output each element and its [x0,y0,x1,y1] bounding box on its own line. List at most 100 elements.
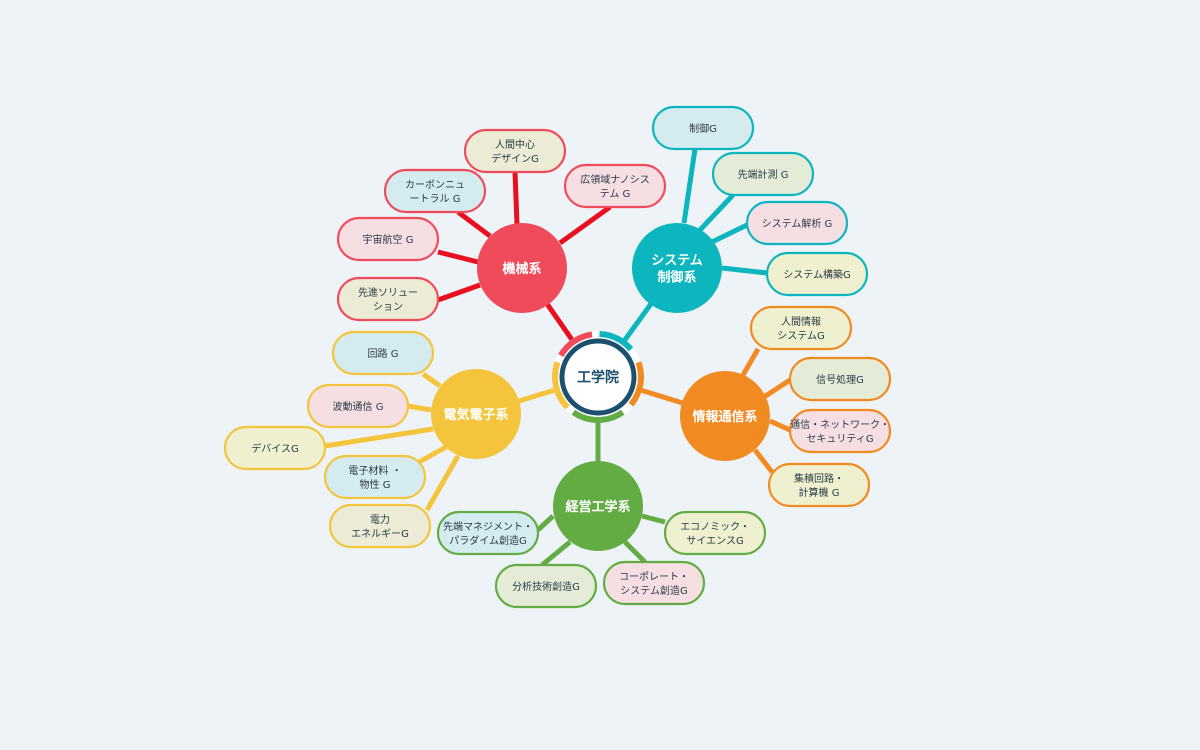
group-node-box [223,425,327,471]
group-node-box [765,251,869,297]
info-group-link [762,377,792,400]
group-node-label: 物性 G [360,478,391,491]
group-node-label: 電力 [370,513,390,526]
system-hub-label: システム [651,254,703,269]
group-node-label: コーポレート・ [619,571,689,583]
mechanical-group-link [437,282,481,303]
group-node-label: 宇宙航空 G [363,233,414,246]
info-hub-circle [680,371,770,461]
group-node[interactable]: 制御G [651,105,755,151]
management-group-link [623,540,647,564]
management-hub-circle [553,461,643,551]
group-node[interactable]: 分析技術創造G [494,563,598,609]
group-node-box [336,276,440,322]
group-node-label: 人間情報 [781,315,821,328]
group-node-label: システム構築G [783,268,850,281]
group-node[interactable]: 宇宙航空 G [336,216,440,262]
group-node[interactable]: エコノミック・サイエンスG [663,510,767,556]
group-node-box [323,454,427,500]
group-node-label: 分析技術創造G [512,580,580,593]
group-node-label: システムG [777,330,824,342]
group-node-label: エネルギーG [351,528,409,540]
info-group-link [768,418,792,433]
info-group-link [740,347,761,377]
system-spoke-line [621,302,654,343]
info-group-link [753,448,774,474]
group-node-box [463,128,567,174]
department-mechanical[interactable]: 機械系 [477,223,567,313]
mechanical-group-link [456,210,492,238]
group-node[interactable]: 回路 G [331,330,435,376]
electrical-group-link [324,426,434,449]
mechanical-hub-circle [477,223,567,313]
mechanical-group-link [437,249,479,265]
group-node[interactable]: 先端マネジメント・パラダイム創造G [436,510,540,556]
group-node-label: 先端マネジメント・ [443,520,533,533]
group-node-label: 計算機 G [799,486,840,499]
mechanical-hub-label: 機械系 [502,261,541,277]
group-node[interactable]: 電子材料 ・物性 G [323,454,427,500]
electrical-hub-label: 電気電子系 [443,407,508,423]
ring-arc-management [571,409,625,423]
group-node-label: 制御G [689,122,717,135]
center-label: 工学院 [577,369,619,386]
group-node-box [745,200,849,246]
department-management[interactable]: 経営工学系 [553,461,643,551]
group-node-box [767,462,871,508]
group-node-box [383,168,487,214]
department-info[interactable]: 情報通信系 [680,371,770,461]
group-node-box [749,305,853,351]
group-node[interactable]: デバイスG [223,425,327,471]
mechanical-spoke-line [545,302,575,343]
group-node[interactable]: 集積回路・計算機 G [767,462,871,508]
group-node-label: システム創造G [620,584,687,597]
group-node-label: 先端計測 G [738,168,789,181]
group-node-label: デザインG [491,152,539,165]
management-hub-label: 経営工学系 [565,499,630,515]
electrical-group-link [407,403,432,413]
electrical-group-link [421,371,442,389]
group-node-box [336,216,440,262]
group-node-label: テム G [600,188,631,200]
electrical-spoke-line [517,387,557,404]
group-node-label: 人間中心 [495,138,535,151]
center-node[interactable] [559,338,637,416]
ring-arc-mechanical [558,331,593,358]
group-node-label: 回路 G [368,347,399,360]
electrical-hub-circle [431,369,521,459]
group-node-box [711,151,815,197]
group-node-box [306,383,410,429]
system-group-link [681,148,698,224]
group-node-box [651,105,755,151]
group-node-label: ション [373,302,403,313]
group-node-label: 広領域ナノシス [580,173,650,186]
group-node[interactable]: 通信・ネットワーク・セキュリティG [788,408,892,454]
department-electrical[interactable]: 電気電子系 [431,369,521,459]
group-node-box [788,408,892,454]
group-node-label: サイエンスG [686,535,743,547]
group-node-label: 先進ソリュー [358,287,418,299]
group-node[interactable]: システム解析 G [745,200,849,246]
connector-lines [324,148,792,567]
group-node[interactable]: システム構築G [765,251,869,297]
group-node-label: 集積回路・ [794,472,844,485]
group-node[interactable]: 波動通信 G [306,383,410,429]
group-node-label: ートラル G [410,193,461,205]
management-group-link [641,513,666,525]
group-node[interactable]: コーポレート・システム創造G [602,560,706,606]
group-node[interactable]: 信号処理G [788,356,892,402]
info-hub-label: 情報通信系 [692,409,757,425]
group-node-box [331,330,435,376]
info-spoke-line [639,387,684,406]
group-node[interactable]: 先端計測 G [711,151,815,197]
group-node-label: デバイスG [251,442,298,455]
